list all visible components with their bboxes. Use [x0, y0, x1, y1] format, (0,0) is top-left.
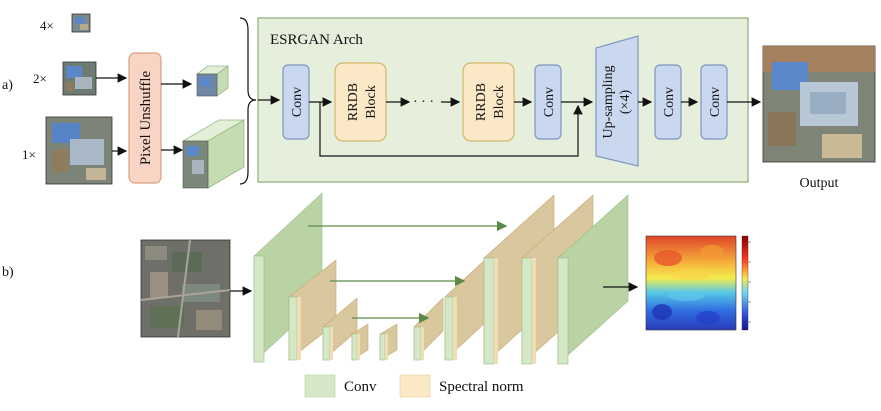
unet-layer-up-1	[413, 297, 444, 361]
conv-block-4: Conv	[700, 64, 728, 140]
upsampling-line2: (×4)	[618, 90, 633, 115]
output-image	[762, 45, 876, 163]
legend-spectral-label: Spectral norm	[439, 379, 524, 395]
panel-a-label: a)	[2, 78, 13, 93]
rrdb-block-2-line2: Block	[492, 85, 507, 118]
conv-block-4-label: Conv	[708, 87, 723, 117]
feature-cube-long	[181, 119, 246, 189]
output-label: Output	[800, 176, 839, 191]
feature-cube-small	[195, 65, 230, 97]
upsampling-line1: Up-sampling	[601, 65, 616, 138]
conv-block-3: Conv	[654, 64, 682, 140]
output-heatmap	[645, 235, 737, 331]
input-image-2x	[62, 61, 97, 96]
rrdb-block-1: RRDB Block	[334, 62, 387, 142]
unet-layer-1	[253, 191, 324, 363]
legend-conv-swatch	[304, 374, 336, 398]
scale-4x-label: 4×	[40, 18, 54, 33]
panel-b-label: b)	[2, 265, 14, 280]
input-satellite-image	[140, 239, 231, 338]
skip-connection-arrow	[319, 102, 583, 157]
conv-block-2-label: Conv	[542, 87, 557, 117]
conv-block-1: Conv	[282, 64, 310, 140]
pixel-unshuffle-label: Pixel Unshuffle	[138, 71, 154, 166]
unet-layer-bottleneck	[379, 323, 398, 361]
conv-block-2: Conv	[534, 64, 562, 140]
rrdb-block-1-line2: Block	[364, 85, 379, 118]
input-image-4x	[71, 13, 91, 33]
ellipsis: · · ·	[413, 95, 434, 110]
unet-layer-up-2	[444, 257, 488, 361]
scale-2x-label: 2×	[33, 71, 47, 86]
grouping-brace	[239, 17, 257, 185]
unet-layer-3	[322, 297, 358, 361]
rrdb-block-2: RRDB Block	[462, 62, 515, 142]
legend-conv-label: Conv	[344, 379, 377, 395]
rrdb-block-2-line1: RRDB	[474, 83, 489, 121]
legend-spectral-swatch	[399, 374, 431, 398]
heatmap-colorbar	[741, 235, 751, 331]
unet-layer-final	[557, 194, 629, 365]
esrgan-arch-title: ESRGAN Arch	[270, 32, 363, 48]
conv-block-1-label: Conv	[290, 87, 305, 117]
conv-block-3-label: Conv	[662, 87, 677, 117]
pixel-unshuffle-block: Pixel Unshuffle	[128, 52, 162, 184]
input-image-1x	[45, 116, 113, 185]
scale-1x-label: 1×	[22, 147, 36, 162]
upsampling-block: Up-sampling (×4)	[595, 35, 639, 167]
rrdb-block-1-line1: RRDB	[346, 83, 361, 121]
unet-layer-4	[351, 323, 369, 361]
legend: Conv Spectral norm	[304, 374, 524, 398]
